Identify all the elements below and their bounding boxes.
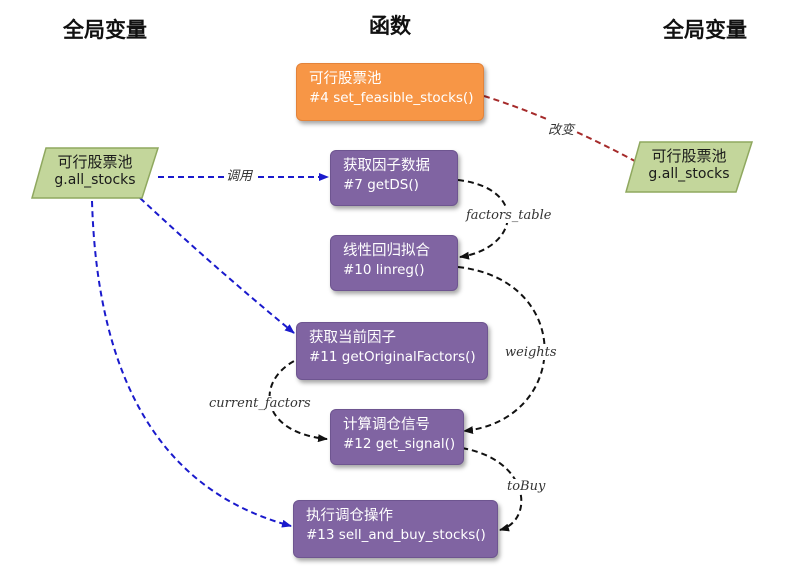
func-signature: #13 sell_and_buy_stocks() bbox=[306, 527, 486, 543]
func-title: 计算调仓信号 bbox=[343, 417, 430, 433]
func-signature: #10 linreg() bbox=[343, 262, 425, 278]
label-change: 改变 bbox=[546, 119, 577, 138]
global-var-left[interactable]: 可行股票池 g.all_stocks bbox=[30, 146, 160, 199]
arrow-call-sellbuy bbox=[91, 200, 292, 528]
func-title: 线性回归拟合 bbox=[343, 243, 430, 259]
label-weights: weights bbox=[503, 345, 559, 360]
func-get-ds[interactable]: 获取因子数据 #7 getDS() bbox=[330, 150, 458, 206]
func-get-signal[interactable]: 计算调仓信号 #12 get_signal() bbox=[330, 409, 464, 465]
global-right-var: g.all_stocks bbox=[648, 166, 730, 182]
func-set-feasible-stocks[interactable]: 可行股票池 #4 set_feasible_stocks() bbox=[296, 63, 484, 121]
func-get-original-factors[interactable]: 获取当前因子 #11 getOriginalFactors() bbox=[296, 322, 488, 380]
label-factors-table: factors_table bbox=[464, 208, 554, 223]
func-title: 执行调仓操作 bbox=[306, 508, 393, 524]
func-sell-and-buy-stocks[interactable]: 执行调仓操作 #13 sell_and_buy_stocks() bbox=[293, 500, 498, 558]
func-title: 获取因子数据 bbox=[343, 158, 430, 174]
func-title: 可行股票池 bbox=[309, 71, 382, 87]
arrow-factors-table bbox=[457, 179, 509, 260]
label-current-factors: current_factors bbox=[207, 396, 313, 411]
header-functions: 函数 bbox=[369, 14, 411, 38]
global-left-title: 可行股票池 bbox=[57, 153, 133, 171]
label-call: 调用 bbox=[224, 165, 255, 184]
parallelogram-shape bbox=[31, 147, 160, 199]
func-signature: #4 set_feasible_stocks() bbox=[309, 90, 474, 106]
label-to-buy: toBuy bbox=[505, 479, 548, 494]
global-right-title: 可行股票池 bbox=[651, 147, 727, 165]
func-title: 获取当前因子 bbox=[309, 330, 396, 346]
header-globals-left: 全局变量 bbox=[63, 18, 147, 42]
func-linreg[interactable]: 线性回归拟合 #10 linreg() bbox=[330, 235, 458, 291]
parallelogram-shape bbox=[625, 141, 754, 193]
func-signature: #12 get_signal() bbox=[343, 436, 456, 452]
arrow-call-getoriginal bbox=[139, 197, 295, 334]
global-var-right[interactable]: 可行股票池 g.all_stocks bbox=[624, 140, 754, 193]
header-globals-right: 全局变量 bbox=[663, 18, 747, 42]
global-left-var: g.all_stocks bbox=[54, 172, 136, 188]
func-signature: #11 getOriginalFactors() bbox=[309, 349, 476, 365]
func-signature: #7 getDS() bbox=[343, 177, 419, 193]
